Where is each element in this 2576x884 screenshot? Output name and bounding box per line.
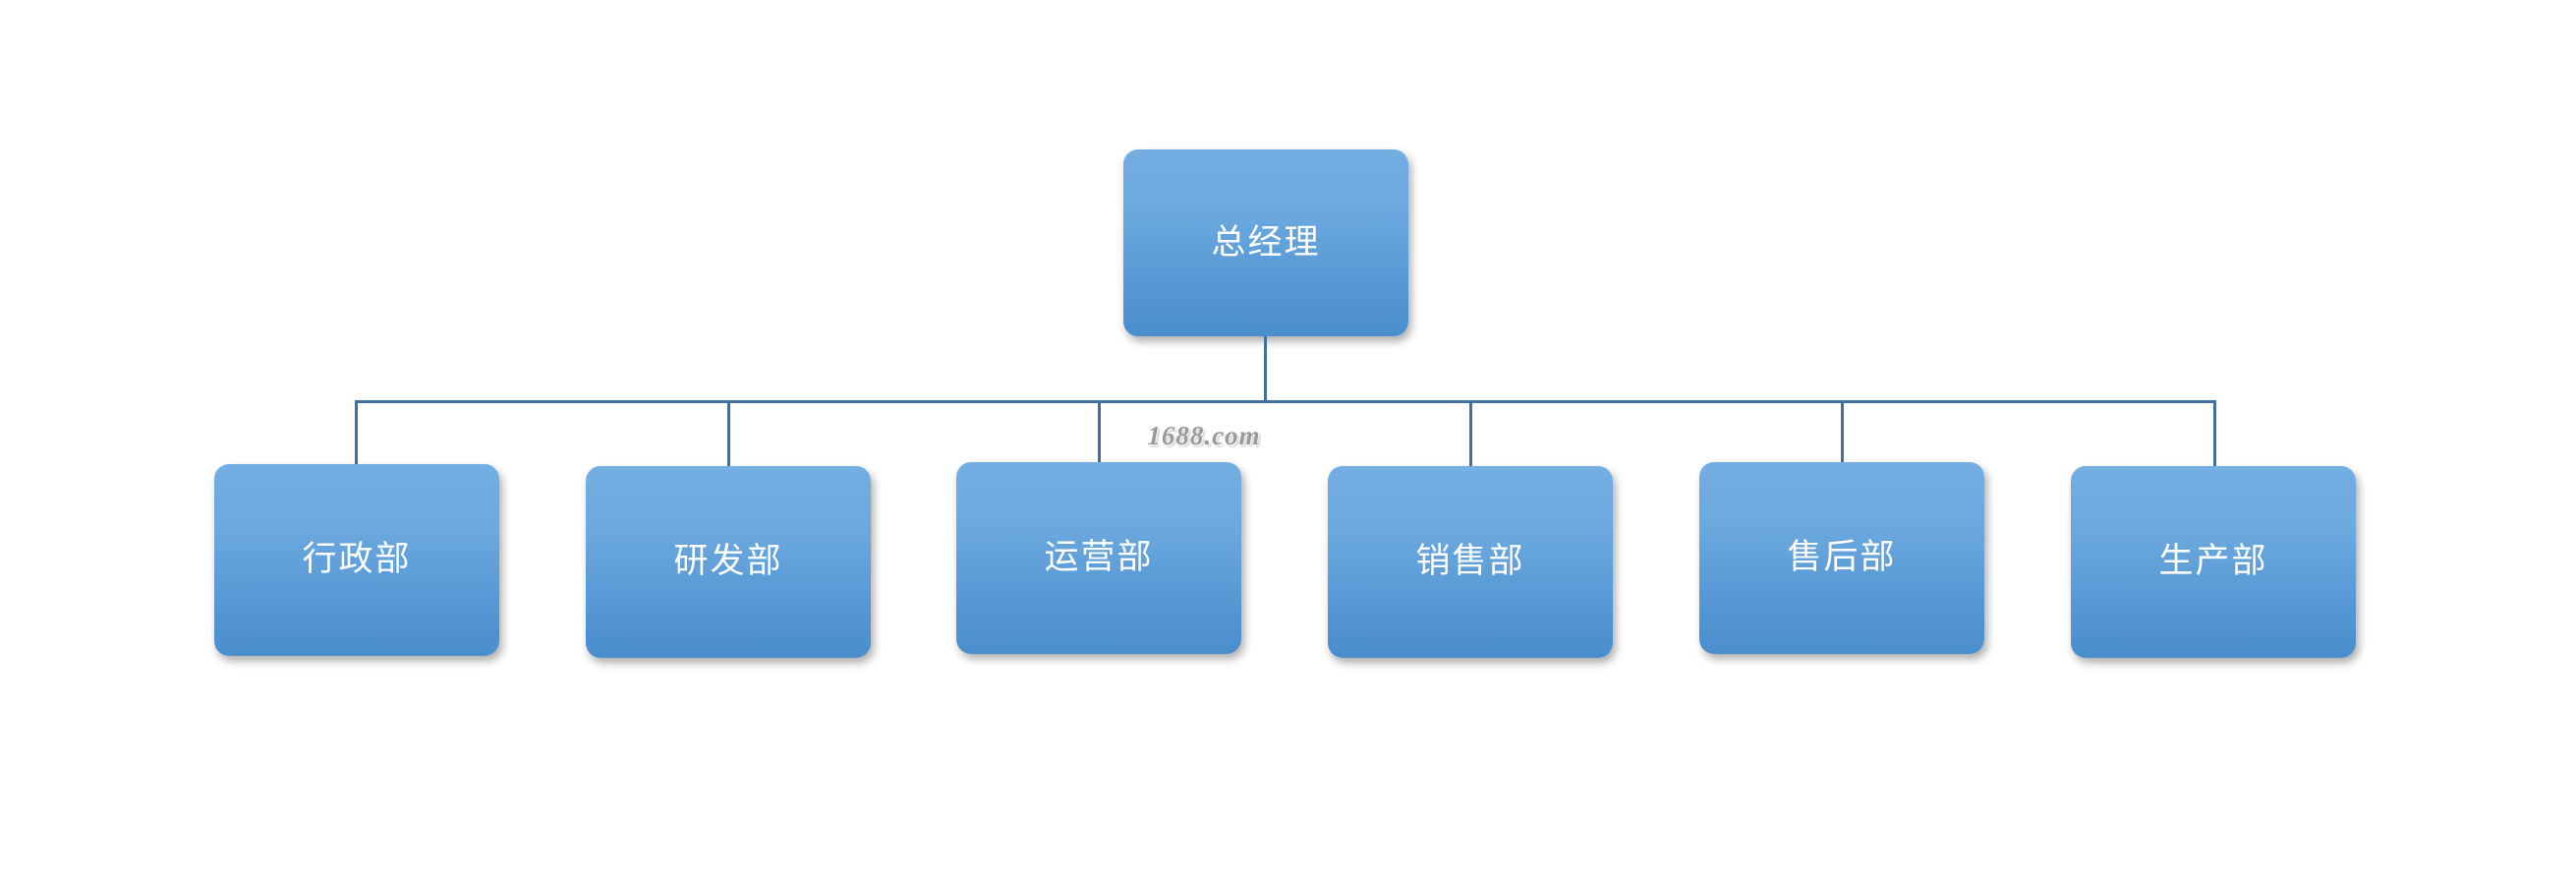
connector-child-drop [1098, 400, 1101, 462]
org-node-child[interactable]: 销售部 [1328, 466, 1613, 658]
org-node-root[interactable]: 总经理 [1123, 149, 1408, 336]
org-node-child[interactable]: 生产部 [2071, 466, 2356, 658]
org-node-child-label: 行政部 [302, 540, 412, 579]
org-node-child-label: 售后部 [1787, 538, 1897, 577]
org-node-child[interactable]: 运营部 [956, 462, 1241, 654]
connector-child-drop [355, 400, 358, 464]
org-node-child[interactable]: 研发部 [586, 466, 871, 658]
connector-child-drop [1841, 400, 1844, 462]
org-node-child-label: 销售部 [1415, 542, 1525, 581]
org-node-root-label: 总经理 [1211, 222, 1321, 262]
org-node-child-label: 运营部 [1044, 538, 1154, 577]
org-node-child[interactable]: 行政部 [214, 464, 499, 656]
org-node-child[interactable]: 售后部 [1699, 462, 1984, 654]
connector-child-drop [2213, 400, 2216, 466]
org-node-child-label: 生产部 [2158, 542, 2268, 581]
watermark-text: 1688.com [1147, 421, 1261, 450]
connector-root-drop [1264, 336, 1267, 403]
connector-horizontal-bus [355, 400, 2215, 403]
connector-child-drop [1469, 400, 1472, 466]
connector-child-drop [727, 400, 730, 466]
org-node-child-label: 研发部 [673, 542, 783, 581]
